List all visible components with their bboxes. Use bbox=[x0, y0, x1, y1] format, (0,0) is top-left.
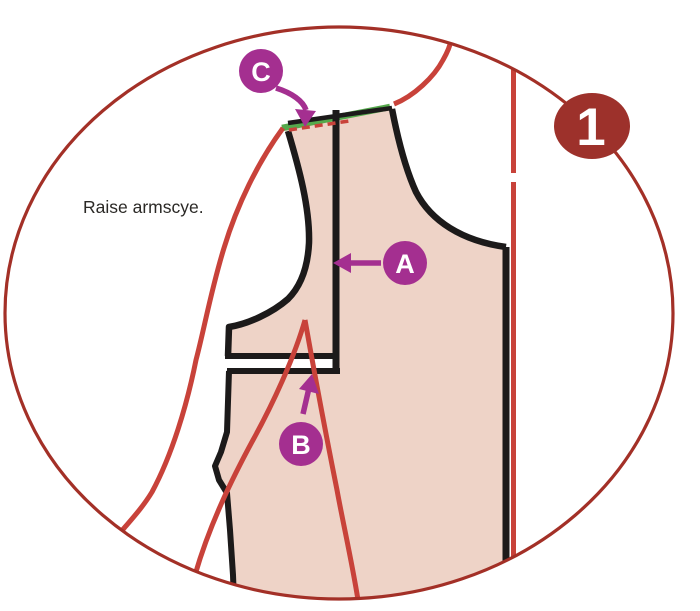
dart-leg-left bbox=[192, 319, 308, 576]
original-shoulder-line-dashed bbox=[288, 119, 350, 132]
callout-c-letter: C bbox=[251, 57, 271, 87]
callout-a-circle bbox=[383, 241, 427, 285]
callout-a-letter: A bbox=[395, 249, 415, 279]
original-neckline-line bbox=[393, 39, 454, 107]
center-front-line-break bbox=[509, 173, 518, 182]
side-front-edge bbox=[212, 370, 237, 599]
neckline-curve bbox=[388, 108, 507, 251]
callout-b-arrow-shaft bbox=[300, 387, 312, 415]
step-badge-circle bbox=[554, 93, 630, 159]
callout-c-arrowhead bbox=[295, 109, 316, 127]
caption: Raise armscye. bbox=[83, 197, 204, 217]
callout-b-letter: B bbox=[291, 430, 311, 460]
original-side-seam-line bbox=[117, 126, 286, 536]
callout-a: A bbox=[333, 241, 427, 285]
callout-c-circle bbox=[239, 49, 283, 93]
circular-frame bbox=[3, 25, 675, 601]
callout-c: C bbox=[239, 49, 316, 127]
step-badge-number: 1 bbox=[576, 98, 605, 157]
lens-content bbox=[117, 39, 518, 599]
callout-b-arrowhead bbox=[299, 374, 319, 394]
callout-a-arrowhead bbox=[333, 253, 351, 273]
horizontal-spread-gap bbox=[222, 356, 334, 369]
callout-b-circle bbox=[279, 422, 323, 466]
pattern-piece-fill bbox=[216, 108, 509, 599]
armscye-curve bbox=[224, 130, 313, 357]
dart-leg-right bbox=[302, 319, 361, 599]
callout-b: B bbox=[279, 374, 323, 466]
step-badge: 1 bbox=[554, 93, 630, 159]
callout-c-arrow-shaft bbox=[275, 85, 309, 112]
